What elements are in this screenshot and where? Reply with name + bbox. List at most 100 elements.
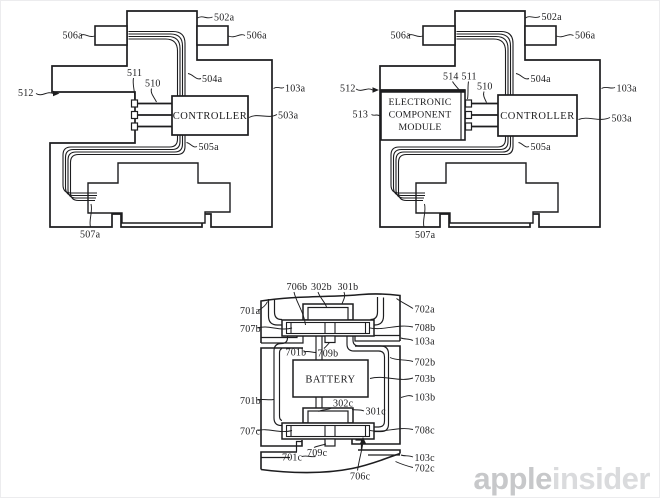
bottom-link-wavy-edge (260, 452, 401, 474)
leader-503a (248, 114, 278, 118)
leader-lines (257, 291, 414, 471)
label-301b: 301b (338, 282, 359, 293)
top-link-channel (267, 299, 282, 326)
leader-103a (273, 86, 285, 89)
leader-706c-arrow (357, 443, 364, 471)
label-302c: 302c (333, 399, 354, 410)
figure3-texts: 706b 302b 301b 701a 702a 707b 708b 103a … (240, 282, 435, 483)
leader-504a (515, 73, 530, 80)
label-512: 512 (18, 88, 34, 99)
leader-512-arrow (35, 92, 54, 96)
label-505a: 505a (199, 142, 220, 153)
label-513: 513 (353, 110, 369, 121)
leader-302b (317, 291, 327, 308)
label-503a: 503a (612, 114, 633, 125)
lug-block-right (196, 25, 229, 46)
leader-706b (293, 291, 306, 326)
label-706c: 706c (350, 472, 371, 483)
leader-lines (35, 16, 285, 228)
case-outline (379, 10, 601, 228)
leader-103c (400, 454, 414, 458)
watermark-apple: apple (473, 461, 552, 496)
leader-506a-left (80, 34, 95, 38)
figure2-texts: 502a 506a 506a 512 513 514 511 510 504a … (340, 12, 637, 241)
label-702b: 702b (415, 358, 436, 369)
label-702c: 702c (415, 464, 436, 475)
label-707b: 707b (240, 324, 261, 335)
controller-box (497, 94, 578, 137)
wire-loop-701b (273, 336, 289, 427)
wire-bundle-504a (456, 30, 514, 95)
leader-511 (132, 77, 136, 100)
label-512: 512 (340, 84, 356, 95)
label-708b: 708b (415, 323, 436, 334)
label-506a-left: 506a (63, 31, 84, 42)
leader-302c (318, 407, 332, 412)
label-511: 511 (462, 72, 477, 83)
label-701c: 701c (282, 453, 303, 464)
label-702a: 702a (415, 305, 436, 316)
leader-504a (187, 73, 202, 80)
arrowhead-512 (372, 87, 379, 93)
figure1-texts: 502a 506a 506a 512 511 510 504a 103a 503… (18, 13, 305, 241)
connector-cap-302b (307, 306, 349, 321)
leader-707c (257, 429, 293, 433)
connector-tab-709b (324, 335, 336, 344)
label-511: 511 (127, 68, 142, 79)
leader-707b (257, 326, 293, 330)
wire-bundle-505a (62, 135, 186, 202)
leader-701b-side (257, 398, 274, 401)
wire-bundle-505a (390, 136, 514, 202)
bottom-cavity-outline (415, 162, 559, 224)
leader-708b (368, 325, 414, 330)
leader-103a (400, 337, 414, 341)
label-507a: 507a (415, 230, 436, 241)
appleinsider-watermark: appleinsider (473, 463, 650, 494)
leader-301c (351, 409, 365, 412)
label-708c: 708c (415, 426, 436, 437)
leader-503a (578, 117, 611, 120)
label-701b-side: 701b (240, 396, 261, 407)
connector-tab-709c (324, 438, 336, 447)
leader-709b (323, 342, 330, 349)
module-label-line2: COMPONENT (389, 110, 452, 121)
controller-box-label: CONTROLLER (500, 111, 574, 122)
module-label-line1: ELECTRONIC (389, 97, 452, 108)
label-510: 510 (145, 79, 161, 90)
leader-511 (467, 81, 469, 100)
connector-tabs-511 (464, 99, 473, 131)
label-502a: 502a (542, 12, 563, 23)
arrowhead-706c (360, 437, 366, 444)
label-103b: 103b (415, 393, 436, 404)
label-506a-right: 506a (575, 31, 596, 42)
leader-506a-right (228, 34, 246, 38)
connector-tabs-511 (130, 99, 139, 131)
connector-cap-302c (307, 410, 349, 424)
leader-702a (396, 298, 414, 309)
label-701a: 701a (240, 306, 261, 317)
label-503a: 503a (278, 111, 299, 122)
leader-505a (186, 142, 198, 148)
wires-510 (471, 102, 498, 128)
label-514: 514 (443, 72, 459, 83)
label-701b-upper: 701b (286, 348, 307, 359)
leader-502a (197, 16, 213, 19)
lug-block-right (524, 25, 557, 46)
battery-wires (315, 336, 323, 408)
label-506a-right: 506a (247, 31, 268, 42)
label-502a: 502a (214, 13, 235, 24)
leader-103b (400, 395, 414, 398)
leader-514 (452, 81, 461, 92)
leader-513 (371, 114, 381, 117)
label-103a: 103a (617, 84, 638, 95)
label-504a: 504a (202, 74, 223, 85)
module-box (380, 89, 466, 141)
label-703b: 703b (415, 374, 436, 385)
leader-702c (395, 461, 414, 468)
leader-301b (341, 291, 346, 305)
leader-510 (483, 91, 487, 103)
battery-box (292, 359, 369, 398)
label-506a-left: 506a (391, 31, 412, 42)
